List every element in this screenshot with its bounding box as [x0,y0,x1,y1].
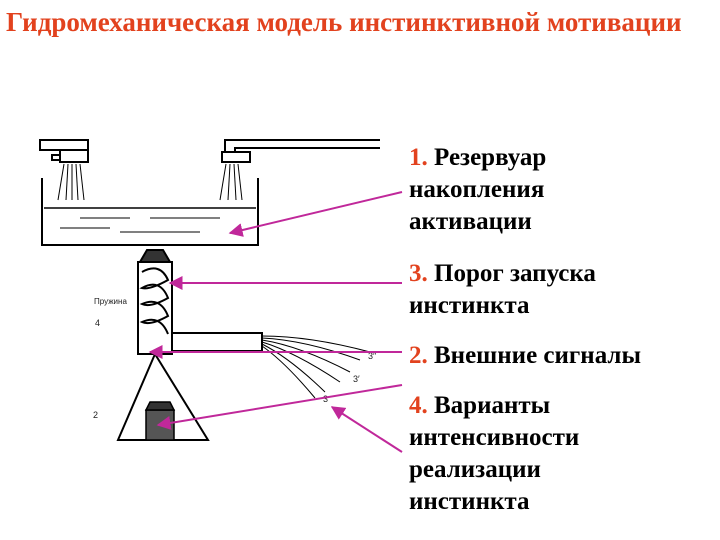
legend-item-threshold: 3. Порог запуска инстинкта [409,258,649,322]
weight [144,401,176,441]
legend-text: Варианты интенсивности реализации инстин… [409,392,580,515]
legend-number: 2. [409,342,428,369]
arrow-variants [330,406,403,453]
reservoir [41,178,259,246]
arrow-weight [156,384,403,430]
legend-number: 4. [409,392,428,419]
weight-number: 2 [93,410,98,420]
legend-text: Порог запуска инстинкта [409,260,596,319]
right-tap [221,139,380,163]
legend-text: Внешние сигналы [434,342,641,369]
outlet-pipe [171,332,263,352]
page-title: Гидромеханическая модель инстинктивной м… [6,7,682,37]
jet-label-3p: 3′ [353,374,360,384]
arrow-reservoir [228,191,403,237]
legend-item-variants: 4. Варианты интенсивности реализации инс… [409,390,619,518]
jet-label-3: 3 [323,394,328,404]
jet-label-3pp: 3″ [368,351,377,361]
legend-number: 1. [409,144,428,171]
spring-cylinder [137,261,173,355]
tap-water [57,163,243,201]
legend-item-signals: 2. Внешние сигналы [409,340,709,372]
legend-number: 3. [409,260,428,287]
legend-item-reservoir: 1. Резервуар накопления активации [409,142,589,238]
outflow-jets [261,335,371,399]
legend-text: Резервуар накопления активации [409,144,547,235]
left-tap [39,139,89,163]
valve [138,249,172,263]
spring-label: Пружина [94,297,127,306]
spring-number: 4 [95,318,100,328]
